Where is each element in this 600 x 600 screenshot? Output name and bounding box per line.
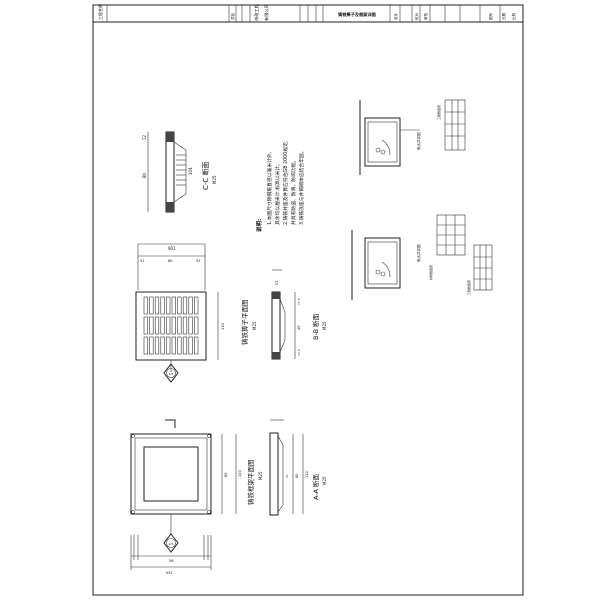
aa-section-view: 80 110 11 A-A 断面 M25 <box>269 419 327 516</box>
table-title: 工程数量表 <box>466 280 471 295</box>
grate-plan-view: 901 51 80 51 2/3 110 铸铁箅子平面图 M25 <box>135 243 257 383</box>
scale-label: M25 <box>322 476 327 485</box>
detail-label: 雨水井详图 <box>416 132 421 150</box>
scale-label: M25 <box>258 471 263 480</box>
grate-slot <box>194 336 199 355</box>
grate-slot <box>182 316 188 335</box>
dimension-label: 110 <box>221 323 225 330</box>
frame-plan-view: 2/3 58 551 80 110 铸铁框架平面图 M25 <box>130 419 263 575</box>
grate-slot <box>166 296 171 315</box>
section-marker-label: 2/3 <box>169 542 174 546</box>
dimension-label: 17.5 <box>297 349 301 356</box>
dimension-label: 110 <box>305 471 309 478</box>
notes: 说明: 1.本图尺寸除钢筋直径以毫米计外, 其余均以厘米计,标高以米计。 2.铸… <box>255 140 305 232</box>
view-label: 铸铁框架平面图 <box>246 460 255 506</box>
grate-slot <box>149 296 154 315</box>
section-marker <box>163 363 179 383</box>
view-label: C-C 断面 <box>201 161 210 190</box>
title-cell: 图号 <box>488 13 493 20</box>
view-label: A-A 断面 <box>311 473 320 500</box>
note-line: 3.铸铁底座与井筒砌体应结合牢固。 <box>298 148 305 225</box>
title-cell: 项目 <box>230 13 235 20</box>
detail-label: 雨水井详图 <box>416 244 421 262</box>
company-name: 市政工程 <box>253 3 260 21</box>
grate-slot <box>177 336 182 355</box>
grate-slot <box>188 316 193 335</box>
view-label: B-B 断面 <box>311 313 320 340</box>
grate-slot <box>154 336 160 355</box>
title-cell: 日期 <box>501 13 506 20</box>
dimension-label: 12 <box>142 134 147 140</box>
inlet-detail-bottom: 雨水井详图 材料数量表 工程数量表 <box>351 214 493 300</box>
title-cell: 设计 <box>393 13 398 20</box>
dimension-label: 80 <box>224 473 228 477</box>
dimension-label: 80 <box>168 259 172 263</box>
dimension-label: 80 <box>295 474 299 478</box>
scale-label: M25 <box>322 321 327 330</box>
grate-slot <box>182 336 188 355</box>
grate-slot <box>166 336 171 355</box>
note-line: 1.本图尺寸除钢筋直径以毫米计外, <box>266 151 273 225</box>
dimension-label: 110 <box>238 470 242 477</box>
company-name: 有限公司 <box>263 4 270 21</box>
title-cell: 校对 <box>414 13 419 20</box>
grate-slot <box>194 296 199 315</box>
grate-slot <box>171 316 176 335</box>
note-line: 2.铸铁井座及井箅应符合GB 2000规定, <box>282 140 289 225</box>
grate-slots <box>143 296 199 355</box>
grate-slot <box>177 296 182 315</box>
table-title: 工程数量表 <box>436 105 441 120</box>
grate-slot <box>171 296 176 315</box>
note-line: 其余均以厘米计,标高以米计。 <box>274 161 281 225</box>
drawing-border <box>92 4 524 596</box>
dimension-label: 551 <box>166 571 173 575</box>
notes-heading: 说明: <box>255 219 263 232</box>
dimension-label: 51 <box>196 259 200 263</box>
grate-slot <box>182 296 188 315</box>
scale-label: M25 <box>252 321 257 330</box>
dimension-label: 58 <box>169 559 173 563</box>
grate-slot <box>166 316 171 335</box>
dimension-label: 901 <box>168 246 176 251</box>
cc-section-view: 80 12 104 C-C 断面 M25 <box>142 131 217 213</box>
bb-section-view: 51 40 17.5 17.5 B-B 断面 M25 <box>271 269 327 360</box>
grate-slot <box>143 316 148 335</box>
grate-slot <box>188 296 193 315</box>
grate-slot <box>143 296 148 315</box>
grate-slot <box>171 336 176 355</box>
section-marker <box>163 533 179 553</box>
section-marker-label: 2/3 <box>169 372 174 376</box>
dimension-label: 80 <box>142 172 147 178</box>
title-cell: 比例 <box>511 13 516 20</box>
dimension-label: 17.5 <box>297 298 301 305</box>
grate-slot <box>149 316 154 335</box>
note-line: 并具有防盗、防滑、防响功能。 <box>290 158 297 225</box>
dimension-label: 40 <box>297 326 301 330</box>
grate-slot <box>188 336 193 355</box>
dimension-label: 11 <box>285 474 289 478</box>
table-title: 材料数量表 <box>428 265 433 280</box>
title-block: 工程名称 项目 市政工程 有限公司 铸铁箅子及框架详图 设计 校对 审核 图号 … <box>93 3 523 23</box>
grate-slot <box>154 296 160 315</box>
inlet-detail-top: 雨水井详图 工程数量表 <box>359 99 466 175</box>
grate-slot <box>194 316 199 335</box>
grate-slot <box>154 316 160 335</box>
grate-slot <box>177 316 182 335</box>
grate-slot <box>149 336 154 355</box>
dimension-label: 51 <box>275 281 279 285</box>
grate-slot <box>160 296 165 315</box>
title-cell: 工程名称 <box>97 4 103 20</box>
scale-label: M25 <box>212 175 217 184</box>
title-cell: 审核 <box>423 13 428 20</box>
view-label: 铸铁箅子平面图 <box>240 300 249 346</box>
grate-slot <box>160 336 165 355</box>
dimension-label: 104 <box>188 167 193 175</box>
drawing-title: 铸铁箅子及框架详图 <box>338 11 376 18</box>
dimension-label: 51 <box>140 259 144 263</box>
grate-slot <box>160 316 165 335</box>
grate-slot <box>143 336 148 355</box>
